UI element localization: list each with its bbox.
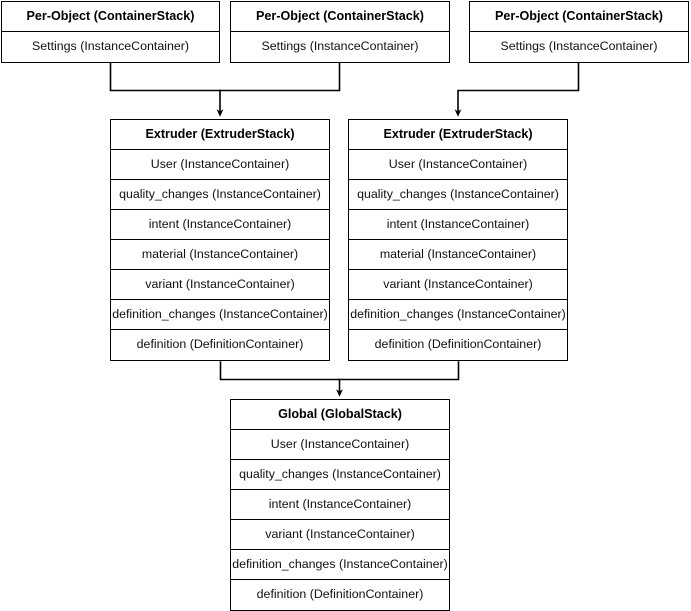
box-header: Per-Object (ContainerStack) (231, 2, 449, 32)
container-row: User (InstanceContainer) (111, 150, 329, 180)
edge-extruder-1 (219, 361, 340, 381)
container-row: intent (InstanceContainer) (349, 210, 567, 240)
container-row: material (InstanceContainer) (349, 240, 567, 270)
container-row: quality_changes (InstanceContainer) (349, 180, 567, 210)
container-row: Settings (InstanceContainer) (261, 39, 419, 53)
container-row: Settings (InstanceContainer) (500, 39, 658, 53)
container-row: definition_changes (InstanceContainer) (111, 300, 329, 330)
container-row: Settings (InstanceContainer) (31, 39, 190, 53)
container-row: material (InstanceContainer) (111, 240, 329, 270)
global-stack-box[interactable]: Global (GlobalStack) User (InstanceConta… (230, 399, 450, 611)
container-row: variant (InstanceContainer) (231, 520, 449, 550)
per-object-stack-box-3[interactable]: Per-Object (ContainerStack) Settings (In… (469, 1, 689, 63)
container-row: User (InstanceContainer) (231, 430, 449, 460)
container-row: definition_changes (InstanceContainer) (349, 300, 567, 330)
per-object-stack-box-1[interactable]: Per-Object (ContainerStack) Settings (In… (1, 1, 220, 63)
container-row: quality_changes (InstanceContainer) (111, 180, 329, 210)
edge-per-object-1 (109, 58, 221, 92)
container-row: intent (InstanceContainer) (231, 490, 449, 520)
edge-per-object-3 (454, 58, 580, 117)
box-header: Global (GlobalStack) (231, 400, 449, 430)
box-header: Per-Object (ContainerStack) (470, 2, 688, 32)
container-row: intent (InstanceContainer) (111, 210, 329, 240)
extruder-stack-box-1[interactable]: Extruder (ExtruderStack) User (InstanceC… (110, 119, 330, 361)
box-header: Extruder (ExtruderStack) (349, 120, 567, 150)
box-header: Extruder (ExtruderStack) (111, 120, 329, 150)
container-row: definition (DefinitionContainer) (256, 587, 424, 601)
edge-extruder-2 (338, 361, 460, 381)
container-row: User (InstanceContainer) (349, 150, 567, 180)
container-row: definition (DefinitionContainer) (374, 337, 542, 351)
extruder-stack-box-2[interactable]: Extruder (ExtruderStack) User (InstanceC… (348, 119, 568, 361)
edge-per-object-2 (219, 58, 341, 92)
per-object-stack-box-2[interactable]: Per-Object (ContainerStack) Settings (In… (230, 1, 450, 63)
container-row: definition_changes (InstanceContainer) (231, 550, 449, 580)
container-row: variant (InstanceContainer) (349, 270, 567, 300)
container-row: quality_changes (InstanceContainer) (231, 460, 449, 490)
container-row: definition (DefinitionContainer) (136, 337, 304, 351)
box-header: Per-Object (ContainerStack) (2, 2, 219, 32)
container-row: variant (InstanceContainer) (111, 270, 329, 300)
